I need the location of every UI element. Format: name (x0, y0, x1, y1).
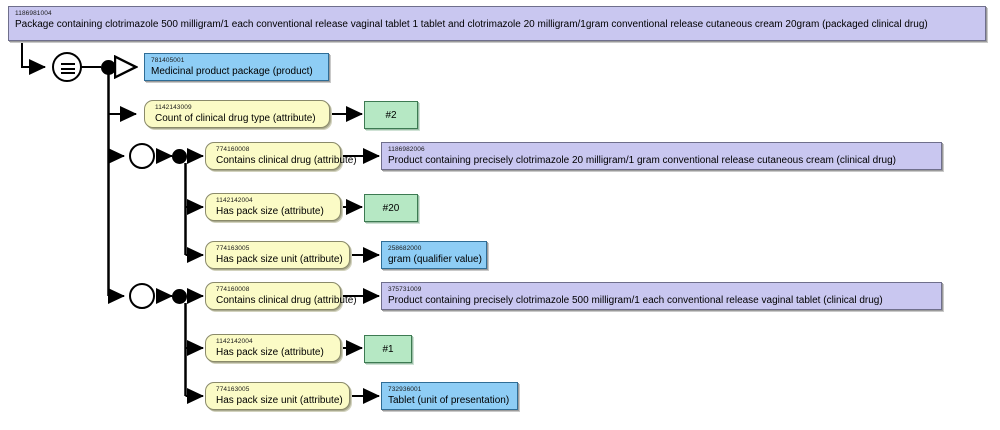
attribute-sctid: 774160008 (216, 146, 250, 153)
attribute-sctid: 1142143009 (155, 104, 192, 111)
attribute-box-has-pack-size-2[interactable]: 1142142004 Has pack size (attribute) (205, 334, 341, 362)
attribute-box-contains-clinical-drug-2[interactable]: 774160008 Contains clinical drug (attrib… (205, 282, 357, 310)
value-sctid: 258682000 (388, 245, 422, 252)
attribute-term: Contains clinical drug (attribute) (216, 155, 357, 166)
value-term: Product containing precisely clotrimazol… (388, 155, 897, 166)
value-box-contains-clinical-drug-2[interactable]: 375731009 Product containing precisely c… (381, 282, 942, 310)
role-group-circle-2[interactable] (129, 283, 155, 309)
attribute-sctid: 774163005 (216, 245, 250, 252)
value-box-contains-clinical-drug-1[interactable]: 1186982006 Product containing precisely … (381, 142, 942, 170)
parent-concept-box[interactable]: 781405001 Medicinal product package (pro… (144, 53, 329, 81)
attribute-term: Has pack size unit (attribute) (216, 395, 343, 406)
attribute-box-has-pack-size-1[interactable]: 1142142004 Has pack size (attribute) (205, 193, 341, 221)
attribute-box-has-pack-size-unit-1[interactable]: 774163005 Has pack size unit (attribute) (205, 241, 350, 269)
attribute-box-has-pack-size-unit-2[interactable]: 774163005 Has pack size unit (attribute) (205, 382, 350, 410)
attribute-term: Has pack size (attribute) (216, 347, 324, 358)
attribute-term: Has pack size (attribute) (216, 206, 324, 217)
parent-concept-term: Medicinal product package (product) (151, 66, 313, 77)
attribute-box-contains-clinical-drug-1[interactable]: 774160008 Contains clinical drug (attrib… (205, 142, 357, 170)
concrete-value: #20 (364, 194, 418, 222)
definition-status-equivalent-icon (52, 52, 82, 82)
value-term: Product containing precisely clotrimazol… (388, 295, 883, 306)
parent-concept-sctid: 781405001 (151, 57, 185, 64)
attribute-box-count-of-clinical-drug-type[interactable]: 1142143009 Count of clinical drug type (… (144, 100, 330, 128)
attribute-term: Contains clinical drug (attribute) (216, 295, 357, 306)
value-sctid: 732936001 (388, 386, 422, 393)
concrete-value: #1 (364, 335, 412, 363)
attribute-sctid: 774163005 (216, 386, 250, 393)
value-sctid: 1186982006 (388, 146, 425, 153)
value-sctid: 375731009 (388, 286, 422, 293)
attribute-sctid: 1142142004 (216, 197, 253, 204)
value-term: Tablet (unit of presentation) (388, 395, 510, 406)
focus-concept-term: Package containing clotrimazole 500 mill… (15, 19, 928, 30)
role-group-circle-1[interactable] (129, 143, 155, 169)
value-box-has-pack-size-unit-1[interactable]: 258682000 gram (qualifier value) (381, 241, 487, 269)
concrete-value: #2 (364, 101, 418, 129)
attribute-term: Has pack size unit (attribute) (216, 254, 343, 265)
value-term: gram (qualifier value) (388, 254, 482, 265)
focus-concept-sctid: 1186981004 (15, 10, 52, 17)
attribute-sctid: 1142142004 (216, 338, 253, 345)
equivalence-bars-icon (61, 63, 75, 74)
conjunction-dot-root (101, 59, 116, 75)
attribute-sctid: 774160008 (216, 286, 250, 293)
attribute-term: Count of clinical drug type (attribute) (155, 113, 316, 124)
value-box-has-pack-size-1[interactable]: #20 (364, 194, 418, 222)
focus-concept-box[interactable]: 1186981004 Package containing clotrimazo… (8, 6, 986, 41)
conjunction-dot-group-1 (172, 148, 187, 164)
conjunction-dot-group-2 (172, 288, 187, 304)
value-box-has-pack-size-unit-2[interactable]: 732936001 Tablet (unit of presentation) (381, 382, 518, 410)
value-box-has-pack-size-2[interactable]: #1 (364, 335, 412, 363)
value-box-count-of-clinical-drug-type[interactable]: #2 (364, 101, 418, 129)
